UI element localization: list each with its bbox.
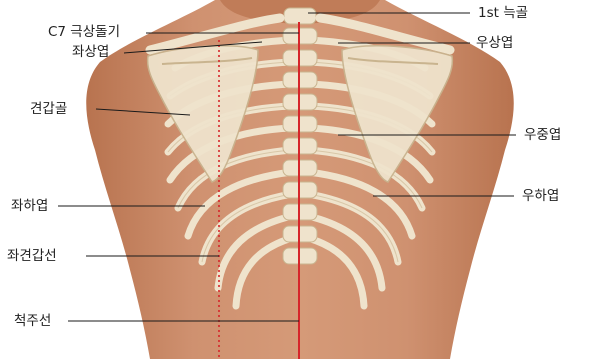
label-vertebral-line: 척주선 bbox=[14, 313, 51, 329]
vertebra bbox=[284, 8, 316, 24]
label-right-middle-lobe: 우중엽 bbox=[524, 127, 561, 143]
label-left-scapular-line: 좌견갑선 bbox=[7, 248, 57, 264]
label-left-upper-lobe: 좌상엽 bbox=[72, 44, 109, 60]
label-c7-spinous-process: C7 극상돌기 bbox=[48, 24, 120, 40]
label-right-lower-lobe: 우하엽 bbox=[522, 188, 559, 204]
label-first-rib: 1st 늑골 bbox=[478, 5, 528, 21]
label-left-lower-lobe: 좌하엽 bbox=[11, 198, 48, 214]
label-right-upper-lobe: 우상엽 bbox=[476, 35, 513, 51]
label-scapula: 견갑골 bbox=[30, 101, 67, 117]
